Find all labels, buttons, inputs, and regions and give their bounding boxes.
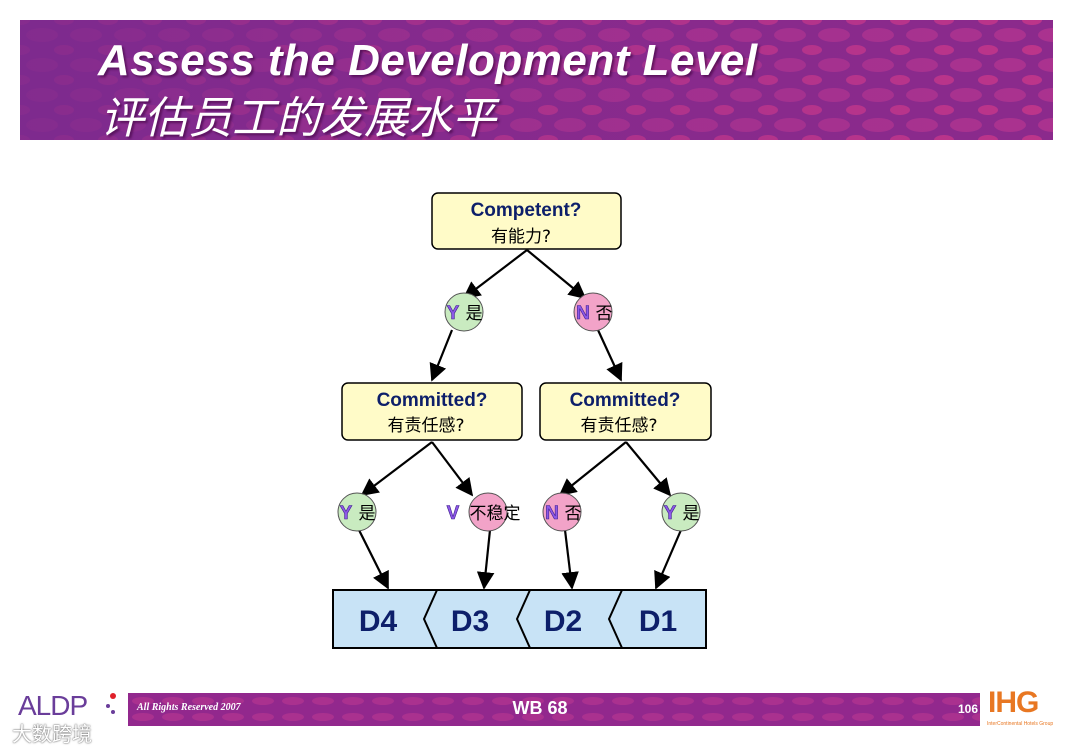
ihg-logo: IHG [988, 686, 1039, 719]
page-number: 106 [958, 702, 979, 716]
workbook-page: WB 68 [512, 698, 568, 718]
title-banner: Assess the Development Level 评估员工的发展水平 [20, 20, 1053, 140]
development-level-band: D4 D3 D2 D1 [332, 589, 707, 649]
left-committed-question-box: Committed? 有责任感? [341, 382, 523, 441]
page-title: Assess the Development Level [98, 36, 758, 85]
ihg-logo-subtitle: InterContinental Hotels Group [987, 721, 1054, 727]
aldp-logo-dots [106, 693, 116, 714]
level-d4: D4 [359, 605, 398, 638]
right-committed-question-box: Committed? 有责任感? [539, 382, 712, 441]
root-yes-answer: Y 是 [444, 292, 484, 332]
answer-letter: N [576, 303, 590, 324]
left-committed-question-zh: 有责任感? [387, 416, 464, 436]
tree-connectors [358, 249, 683, 590]
answer-text: 否 [565, 504, 582, 524]
answer-letter: Y [340, 503, 353, 524]
watermark: 大数跨境 [12, 722, 92, 746]
answer-letter: N [545, 503, 559, 524]
right-yes-answer: Y 是 [661, 492, 701, 532]
banner-pattern [20, 20, 1053, 140]
left-variable-answer: V 不稳定 [446, 492, 521, 532]
answer-text: 不稳定 [470, 504, 521, 524]
competent-question-zh: 有能力? [491, 227, 551, 247]
level-d2: D2 [544, 605, 582, 638]
answer-text: 是 [466, 304, 483, 324]
answer-letter: Y [664, 503, 677, 524]
root-no-answer: N 否 [573, 292, 613, 332]
level-d3: D3 [451, 605, 489, 638]
aldp-logo: ALDP [18, 690, 88, 721]
level-d1: D1 [639, 605, 677, 638]
left-yes-answer: Y 是 [337, 492, 377, 532]
right-no-answer: N 否 [542, 492, 582, 532]
page-subtitle: 评估员工的发展水平 [100, 93, 496, 140]
answer-letter: V [447, 503, 460, 524]
competent-question-box: Competent? 有能力? [431, 192, 622, 250]
right-committed-question-zh: 有责任感? [580, 416, 657, 436]
rights-text: All Rights Reserved 2007 [137, 702, 241, 713]
answer-letter: Y [447, 303, 460, 324]
answer-text: 否 [596, 304, 613, 324]
right-committed-question: Committed? [570, 390, 681, 411]
answer-text: 是 [683, 504, 700, 524]
footer-bar [128, 693, 980, 726]
competent-question: Competent? [471, 200, 582, 221]
left-committed-question: Committed? [377, 390, 488, 411]
footer-pattern [128, 693, 980, 726]
answer-text: 是 [359, 504, 376, 524]
